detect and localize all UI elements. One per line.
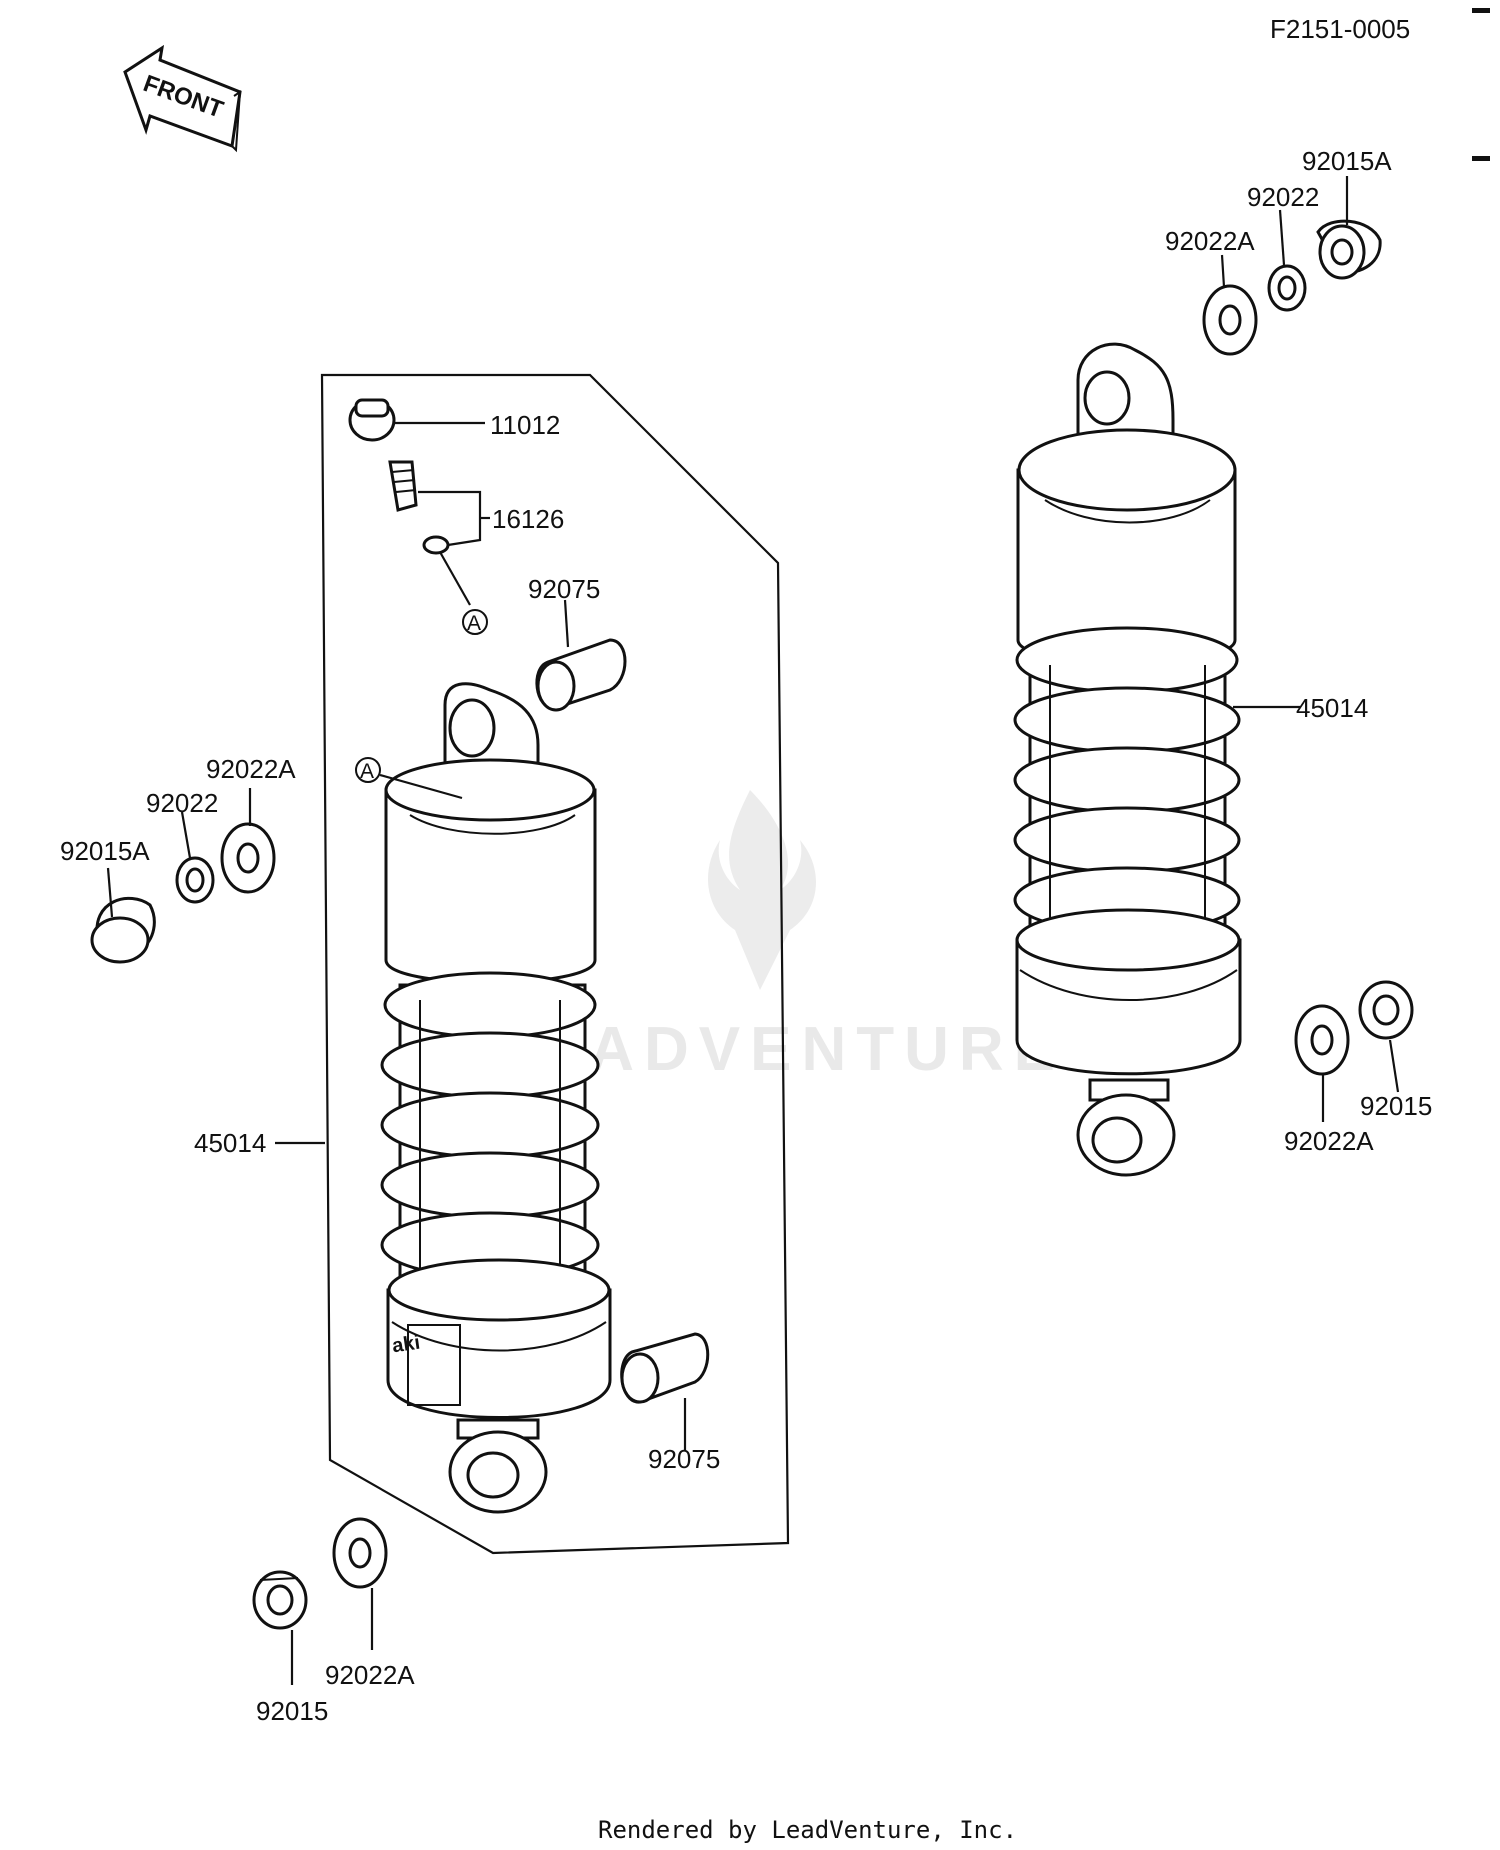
bushing-92075-top bbox=[535, 638, 627, 712]
reference-mark-a-top: A bbox=[462, 609, 488, 635]
margin-tick bbox=[1472, 8, 1490, 13]
acorn-nut-92015A-left bbox=[90, 896, 156, 964]
flange-nut-92015-right bbox=[1358, 980, 1414, 1040]
label-92075-bottom: 92075 bbox=[648, 1444, 720, 1474]
svg-text:A: A bbox=[360, 760, 374, 783]
label-92015A-left-top: 92015A bbox=[60, 836, 150, 866]
label-92022-left-top: 92022 bbox=[146, 788, 218, 818]
label-92022A-right-top: 92022A bbox=[1165, 226, 1255, 256]
label-45014-left: 45014 bbox=[194, 1128, 266, 1158]
label-92022A-left-bottom: 92022A bbox=[325, 1660, 415, 1690]
bushing-92075-bottom bbox=[620, 1332, 710, 1404]
coil-spring bbox=[1013, 626, 1241, 942]
leader-lines bbox=[106, 176, 1400, 1685]
margin-tick bbox=[1472, 156, 1490, 161]
label-92015-right-bottom: 92015 bbox=[1360, 1091, 1432, 1121]
acorn-nut-92015A-right bbox=[1316, 219, 1382, 280]
reference-mark-a-body: A bbox=[355, 757, 381, 783]
right-shock-absorber bbox=[1013, 342, 1242, 1177]
brand-stamp: aki bbox=[391, 1332, 422, 1358]
label-92015-left-bottom: 92015 bbox=[256, 1696, 328, 1726]
label-92022A-left-top: 92022A bbox=[206, 754, 296, 784]
assembly-outline bbox=[320, 373, 790, 1555]
label-11012: 11012 bbox=[490, 410, 560, 440]
flat-washer-92022A-left-top bbox=[220, 822, 276, 894]
rendered-by-footer: Rendered by LeadVenture, Inc. bbox=[598, 1816, 1017, 1844]
svg-text:A: A bbox=[467, 612, 481, 635]
brand-plate bbox=[407, 1324, 461, 1406]
label-16126: 16126 bbox=[492, 504, 564, 534]
figure-code: F2151-0005 bbox=[1270, 14, 1410, 44]
left-shock-absorber: aki bbox=[380, 682, 612, 1514]
cap-11012 bbox=[348, 398, 396, 442]
leadventure-flame-logo bbox=[708, 790, 817, 990]
label-92015A-right-top: 92015A bbox=[1302, 146, 1392, 176]
label-92022A-right-bottom: 92022A bbox=[1284, 1126, 1374, 1156]
flange-nut-92015-left bbox=[252, 1570, 308, 1630]
lock-washer-92022-left bbox=[175, 856, 215, 904]
label-92075-top: 92075 bbox=[528, 574, 600, 604]
label-45014-right: 45014 bbox=[1296, 693, 1368, 723]
front-arrow-icon: FRONT bbox=[123, 44, 242, 153]
flat-washer-92022A-left-bottom bbox=[332, 1517, 388, 1589]
label-92022-right-top: 92022 bbox=[1247, 182, 1319, 212]
o-ring bbox=[422, 535, 450, 555]
flat-washer-92022A-right-bottom bbox=[1294, 1004, 1350, 1076]
lock-washer-92022-right bbox=[1267, 264, 1307, 312]
air-valve-16126 bbox=[388, 460, 450, 555]
flat-washer-92022A-right-top bbox=[1202, 284, 1258, 356]
